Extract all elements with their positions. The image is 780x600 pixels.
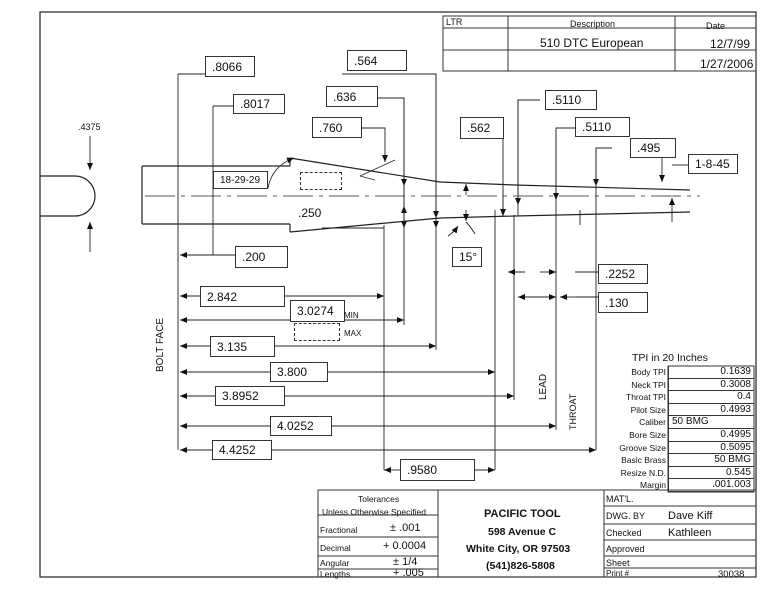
tpi-row-label: Caliber: [639, 417, 666, 428]
tpi-row-label: Pilot Size: [630, 404, 666, 415]
tolerance-decimal-label: Decimal: [320, 543, 351, 553]
tpi-row-value: .001.003: [668, 479, 754, 492]
dim-636: .636: [326, 86, 378, 107]
dim-9580: .9580: [400, 459, 475, 481]
dim-2842: 2.842: [200, 286, 285, 307]
dwg-by-value: Dave Kiff: [668, 510, 713, 522]
tolerance-lengths-label: Lengths: [320, 569, 351, 579]
mat-label: MAT'L.: [606, 494, 634, 504]
tolerances-subtitle: Unless Otherwise Specified: [322, 507, 426, 517]
leader-lines: [87, 73, 688, 473]
dim-38952: 3.8952: [215, 386, 285, 406]
dim-760: .760: [312, 117, 362, 138]
dim-4375: .4375: [78, 122, 101, 132]
company-name: PACIFIC TOOL: [484, 508, 561, 520]
dim-min-label: MIN: [344, 311, 359, 320]
dim-564: .564: [347, 50, 407, 71]
tpi-row-value: 50 BMG: [668, 454, 754, 467]
approved-label: Approved: [606, 544, 645, 554]
tpi-row-label: Throat TPI: [626, 392, 666, 403]
rev-row-1-date: 12/7/99: [710, 37, 751, 51]
checked-label: Checked: [606, 528, 642, 538]
tolerance-fractional-label: Fractional: [320, 525, 358, 535]
tpi-row-value: 0.545: [668, 466, 754, 480]
rev-row-1-description: 510 DTC European: [540, 36, 644, 50]
tpi-row-value: 0.4995: [668, 429, 754, 442]
tpi-row-label: Groove Size: [619, 442, 666, 453]
tolerance-fractional-value: ± .001: [390, 522, 421, 534]
tpi-row-value: 50 BMG: [668, 416, 754, 429]
lead-label: LEAD: [538, 374, 549, 400]
dim-2252: .2252: [598, 264, 648, 284]
tpi-title: TPI in 20 Inches: [632, 352, 708, 364]
company-phone: (541)826-5808: [486, 560, 555, 572]
tpi-row-value: 0.3008: [668, 378, 754, 392]
bolt-face-label: BOLT FACE: [155, 318, 166, 372]
tpi-row-value: 0.1639: [668, 366, 754, 379]
dim-3800: 3.800: [270, 362, 328, 382]
dim-15-degree: 15°: [452, 247, 482, 267]
tpi-row-value: 0.4: [668, 391, 754, 404]
rev-row-2-date: 1/27/2006: [700, 57, 754, 71]
revision-block: [442, 15, 757, 72]
print-number: 30038: [718, 569, 745, 580]
print-label: Print #: [606, 569, 630, 578]
tolerances-title: Tolerances: [358, 494, 400, 504]
dim-18-29-29: 18-29-29: [213, 171, 268, 189]
reamer-profile: [40, 157, 700, 233]
company-street: 598 Avenue C: [488, 526, 557, 538]
dim-130: .130: [598, 292, 648, 313]
dim-3135: 3.135: [210, 336, 275, 357]
tolerance-lengths-value: + .005: [393, 567, 424, 579]
tpi-row-label: Body TPI: [631, 367, 666, 377]
throat-label: THROAT: [568, 393, 578, 430]
dim-562: .562: [460, 117, 504, 139]
dim-max-label: MAX: [344, 329, 362, 338]
dim-box-max: [294, 323, 340, 341]
tpi-row-label: Basic Brass: [621, 455, 666, 466]
dim-250: .250: [298, 206, 322, 220]
checked-value: Kathleen: [668, 527, 712, 539]
tpi-row-value: 0.4993: [668, 403, 754, 417]
drawing-frame: [39, 11, 757, 578]
rev-header-ltr: LTR: [446, 17, 463, 27]
rev-header-description: Description: [570, 19, 616, 29]
dim-30274: 3.0274: [290, 300, 345, 322]
company-city: White City, OR 97503: [466, 543, 571, 555]
dim-8017: .8017: [233, 94, 285, 114]
dim-200: .200: [235, 246, 288, 268]
tpi-row-label: Resize N.D.: [620, 467, 666, 478]
dim-5110-b: .5110: [575, 117, 630, 137]
tpi-row-value: 0.5095: [668, 441, 754, 455]
tolerance-angular-label: Angular: [320, 558, 350, 568]
sheet-label: Sheet: [606, 558, 630, 568]
tpi-row-label: Margin: [640, 480, 666, 491]
pilot-nose: [40, 175, 96, 217]
title-block-grid: [317, 489, 757, 578]
tolerance-decimal-value: + 0.0004: [383, 540, 427, 552]
dwg-by-label: DWG. BY: [606, 511, 646, 521]
dim-44252: 4.4252: [212, 440, 272, 460]
dim-495: .495: [630, 138, 676, 158]
dim-40252: 4.0252: [270, 416, 332, 436]
station-lines: [177, 74, 597, 470]
rev-header-date: Date: [706, 21, 726, 31]
dim-1-8-45: 1-8-45: [688, 154, 738, 174]
tpi-row-label: Bore Size: [629, 430, 666, 440]
dim-8066: .8066: [205, 56, 255, 77]
tolerance-angular-value: ± 1/4: [393, 556, 418, 568]
dim-5110-a: .5110: [545, 90, 597, 110]
dim-box-empty: [300, 172, 342, 190]
tpi-row-label: Neck TPI: [631, 379, 666, 390]
